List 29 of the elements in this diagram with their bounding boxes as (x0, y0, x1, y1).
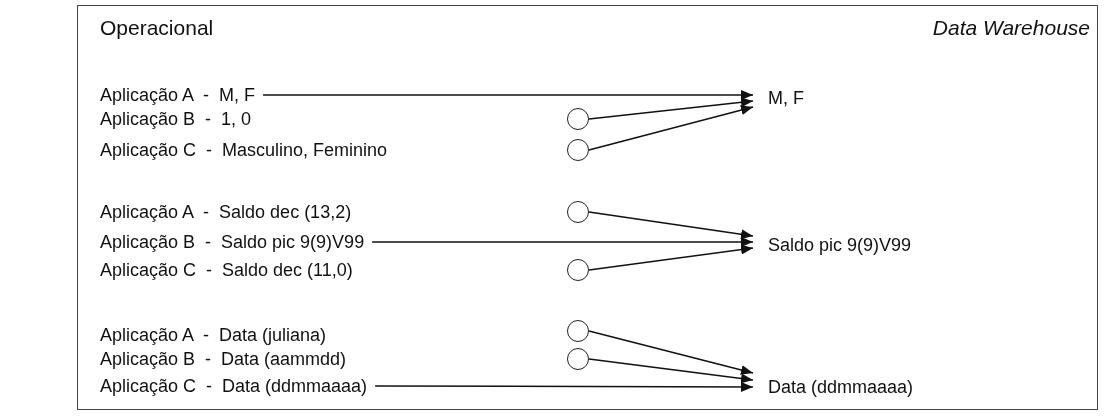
circle-symbol (567, 348, 589, 370)
arrow (262, 90, 754, 100)
source-field-text: Aplicação C - Masculino, Feminino (100, 139, 396, 161)
arrow (374, 381, 754, 392)
source-field-text: Aplicação A - Saldo dec (13,2) (100, 201, 360, 223)
arrow (588, 330, 754, 375)
circle-symbol (567, 259, 589, 281)
source-field-text: Aplicação C - Saldo dec (11,0) (100, 259, 361, 281)
source-field-text: Aplicação A - M, F (100, 84, 264, 106)
warehouse-field-text: Saldo pic 9(9)V99 (753, 228, 912, 256)
arrow (588, 358, 754, 384)
circle-symbol (567, 139, 589, 161)
section-heading: Operacional (100, 17, 214, 39)
source-field-text: Aplicação A - Data (juliana) (100, 324, 335, 346)
section-heading: Data Warehouse (932, 17, 1090, 39)
circle-symbol (567, 320, 589, 342)
source-field-text: Aplicação B - Saldo pic 9(9)V99 (100, 231, 373, 253)
arrow (371, 237, 754, 247)
warehouse-field-text: Data (ddmmaaaa) (753, 368, 914, 398)
arrow (588, 105, 754, 151)
source-field-text: Aplicação B - 1, 0 (100, 108, 260, 130)
circle-symbol (567, 201, 589, 223)
circle-symbol (567, 108, 589, 130)
arrow (588, 244, 754, 271)
source-field-text: Aplicação B - Data (aammdd) (100, 348, 355, 370)
source-field-text: Aplicação C - Data (ddmmaaaa) (100, 375, 376, 397)
warehouse-field-text: M, F (753, 81, 804, 109)
arrow (588, 211, 754, 240)
arrow (588, 97, 754, 120)
